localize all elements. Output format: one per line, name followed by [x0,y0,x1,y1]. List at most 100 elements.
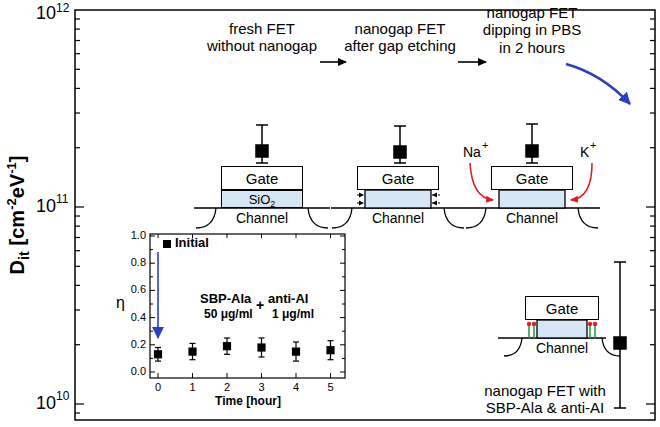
tick-label: 0.4 [131,311,146,324]
y-tick [75,309,80,310]
inset-note: anti-AI [268,292,308,307]
inset-tick [330,234,331,238]
y-tick [75,28,80,29]
y-tick [650,69,655,70]
y-tick [75,285,80,286]
tick-label: 5 [327,381,333,394]
etch-arrows [357,195,440,203]
tick-label: 0.0 [131,365,146,378]
y-tick [650,147,655,148]
tick-label: 0.6 [131,283,146,296]
y-tick [650,266,655,267]
tick-label: 0 [155,381,161,394]
inset-tick [342,276,345,277]
superscript: -2 [4,198,21,210]
tick-exponent: 12 [56,2,69,16]
y-tick [650,250,655,251]
y-tick [650,309,655,310]
channel-label: Channel [372,210,424,226]
inset-tick [227,234,228,238]
tick-label: 10 [36,3,56,24]
axis-title: η [116,294,125,312]
y-tick [650,53,655,54]
inset-note: 50 μg/ml [204,308,253,322]
y-tick [75,69,80,70]
tick-label: 1 [189,381,195,394]
ion-charge: + [482,139,488,152]
inset-arrow [157,252,159,338]
inset-tick [261,373,262,378]
subscript: 2 [270,199,275,209]
inset-tick [158,234,159,238]
y-tick [650,285,655,286]
y-tick [650,18,655,19]
flow-arrow [458,61,486,63]
flow-arrow [320,61,346,63]
inset-note: + [256,297,264,313]
inset-tick [340,372,345,373]
tick-label: 0.8 [131,256,146,269]
axis-title-part: eV [4,174,30,198]
y-tick [75,344,80,345]
inset-tick [150,344,155,345]
y-tick [650,344,655,345]
tick-label: 0.2 [131,338,146,351]
inset-points [155,338,335,361]
legend-marker [163,240,171,248]
y-tick [650,88,655,89]
inset-note: 1 μg/ml [272,308,314,322]
node-label: Gate [246,170,279,187]
inset-tick [342,331,345,332]
inset-tick [150,331,153,332]
axis-title: Time [hour] [215,395,281,409]
inset-tick [192,373,193,378]
inset-frame [150,234,345,378]
inset-tick [158,373,159,378]
y-tick [75,88,80,89]
tick-label: 10 [36,196,56,217]
step-caption: fresh FET without nanogap [206,20,319,55]
gate-box: Gate [221,166,303,190]
y-tick [75,53,80,54]
device-caption: nanogap FET with SBP-Ala & anti-AI [479,382,611,417]
node-text: Gate [246,171,279,186]
inset-tick [296,234,297,238]
inset-tick [340,290,345,291]
inset-tick [150,290,155,291]
plot-frame [75,10,655,420]
y-tick [646,206,655,207]
gate-box: Gate [525,296,599,320]
tick-label: 10 [36,393,56,414]
y-tick [75,215,80,216]
node-text: Gate [382,171,415,186]
node-label: Gate [546,300,579,317]
node-text: SiO2 [249,193,276,206]
tick-label: 4 [293,381,299,394]
y-tick [75,18,80,19]
y-tick [75,412,80,413]
ion-label: Na [463,144,481,160]
inset-tick [340,236,345,237]
y-axis-title: Dit[cm-2eV-1] [4,156,30,275]
probe-molecules [527,322,597,338]
tick-label: 3 [258,381,264,394]
inset-tick [150,358,153,359]
y-tick [75,206,84,207]
inset-tick [342,249,345,250]
inset-tick [330,373,331,378]
y-tick [650,40,655,41]
channel-label: Channel [506,210,558,226]
y-tick [75,266,80,267]
y-tick [650,112,655,113]
inset-tick [340,263,345,264]
gate-box: Gate [357,166,439,190]
ion-charge: + [590,139,596,152]
inset-tick [150,317,155,318]
y-tick [75,40,80,41]
y-tick [650,237,655,238]
y-tick [75,225,80,226]
y-tick [650,412,655,413]
subscript: it [15,251,33,260]
inset-tick [150,372,155,373]
